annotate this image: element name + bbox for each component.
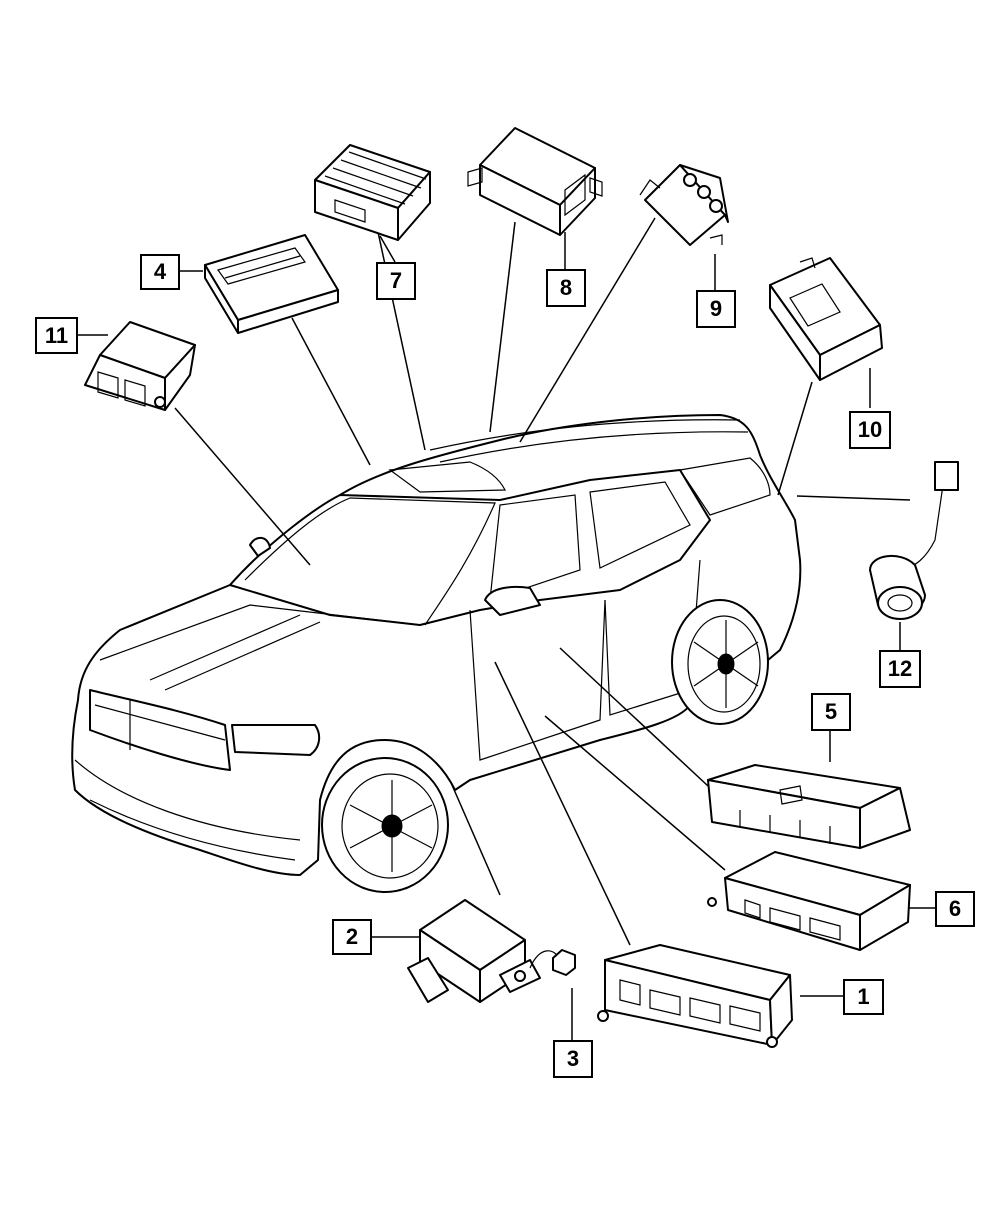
module-part-10 xyxy=(769,257,883,381)
module-part-11 xyxy=(84,321,196,411)
power-distribution-part-1 xyxy=(597,944,793,1048)
callout-9: 9 xyxy=(696,290,736,328)
relay-block-part-5 xyxy=(707,764,911,849)
control-module-part-6 xyxy=(707,851,911,951)
callout-4: 4 xyxy=(140,254,180,290)
callout-5: 5 xyxy=(811,693,851,731)
leader-lines xyxy=(78,217,935,1040)
switch-harness-part-12 xyxy=(869,461,959,620)
module-part-8 xyxy=(467,127,603,236)
callout-11: 11 xyxy=(35,317,78,354)
sensor-module-part-2 xyxy=(407,899,541,1003)
antenna-module-part-9 xyxy=(639,164,729,246)
vehicle-illustration xyxy=(71,414,802,893)
module-part-4 xyxy=(204,234,339,334)
nut-part-3 xyxy=(529,949,576,976)
callout-8: 8 xyxy=(546,269,586,307)
callout-2: 2 xyxy=(332,919,372,955)
front-wheel xyxy=(321,757,449,893)
callout-6: 6 xyxy=(935,891,975,927)
amplifier-part-7 xyxy=(314,144,431,241)
callout-1: 1 xyxy=(843,979,884,1015)
callout-12: 12 xyxy=(879,650,921,688)
callout-7: 7 xyxy=(376,262,416,300)
callout-10: 10 xyxy=(849,411,891,449)
rear-wheel xyxy=(671,599,769,725)
callout-3: 3 xyxy=(553,1040,593,1078)
